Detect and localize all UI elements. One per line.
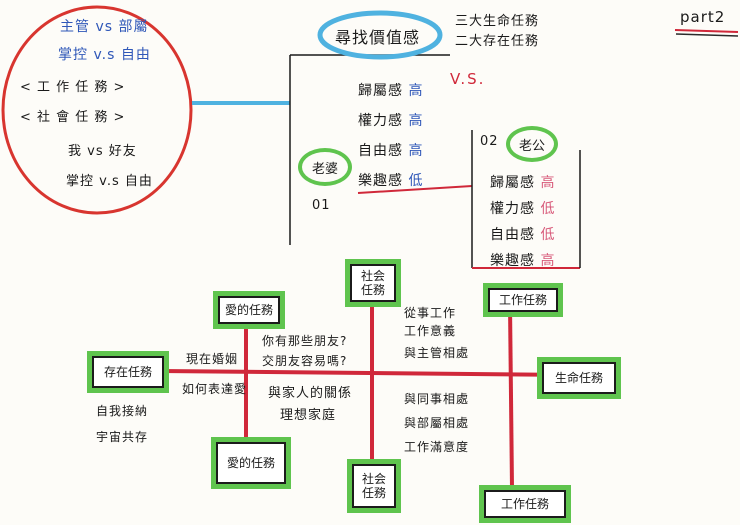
left-item: 樂趣感 低 [358,170,423,190]
main-axis [159,369,576,377]
husband-label: 老公 [518,138,545,154]
annotation-colleague: 工作滿意度 [404,440,470,454]
annotation-work: 從事工作 [404,306,457,320]
right-item: 權力感 低 [490,198,555,218]
right-item-name: 權力感 [490,201,535,217]
circle-item: < 工 作 任 務 > [20,80,126,95]
work-branch [508,304,514,489]
wife-underline [357,185,473,194]
value-title-highlight [317,10,443,60]
annotation-friends: 你有那些朋友? [262,334,348,348]
task-label: 三大生命任務 [455,14,540,29]
right-item-level: 低 [540,201,556,217]
life-task-box: 生命任務 [542,362,616,394]
part-underline-dark [675,33,739,37]
annotation-colleague: 與同事相處 [404,392,470,406]
love-task-top-box: 愛的任務 [218,296,280,324]
annotation-colleague: 與部屬相處 [404,416,470,430]
annotation-family: 與家人的關係 [268,386,353,401]
left-item-level: 低 [408,173,424,189]
circle-item: < 社 會 任 務 > [20,110,126,125]
social-task-bottom-box: 社会 任務 [352,464,396,508]
page-label: part2 [680,8,726,26]
wife-label: 老婆 [311,161,338,177]
annotation-self-accept: 自我接納 [96,404,149,418]
annotation-work: 工作意義 [404,324,457,338]
task-label: 二大存在任務 [455,34,540,49]
left-item-name: 自由感 [358,143,403,159]
love-task-top-label: 愛的任務 [224,303,273,317]
work-task-top-label: 工作任務 [498,293,547,307]
right-item-level: 低 [540,227,556,243]
annotation-ideal-family: 理想家庭 [280,408,337,423]
social-task-bottom-label: 社会 任務 [361,472,386,500]
right-item-level: 高 [540,253,556,269]
annotation-marriage: 現在婚姻 [186,352,239,366]
left-item-level: 高 [408,113,424,129]
right-item: 自由感 低 [490,224,555,244]
left-item: 歸屬感 高 [358,80,423,100]
husband-highlight: 老公 [506,126,558,162]
vs-label: V.S. [450,70,486,88]
right-item-name: 歸屬感 [490,175,535,191]
annotation-work: 與主管相處 [404,346,470,360]
life-task-label: 生命任務 [554,371,603,385]
social-task-top-box: 社会 任務 [350,264,396,302]
left-item-level: 高 [408,143,424,159]
annotation-universe: 宇宙共存 [96,430,149,444]
left-item-name: 權力感 [358,113,403,129]
right-item-name: 自由感 [490,227,535,243]
left-item: 權力感 高 [358,110,423,130]
circle-item: 掌控 v.s 自由 [66,174,153,189]
existence-task-label: 存在任務 [103,365,152,379]
right-item: 樂趣感 高 [490,250,555,270]
left-item-name: 樂趣感 [358,173,403,189]
value-title: 尋找價值感 [335,28,421,47]
work-task-bottom-label: 工作任務 [500,497,549,511]
work-task-top-box: 工作任務 [488,288,558,312]
wife-number: 01 [312,198,331,213]
right-item: 歸屬感 高 [490,172,555,192]
right-item-name: 樂趣感 [490,253,535,269]
annotation-friends-easy: 交朋友容易嗎? [262,354,348,368]
husband-number: 02 [480,134,499,149]
topic-circle-outline [1,5,193,215]
left-item-name: 歸屬感 [358,83,403,99]
work-task-bottom-box: 工作任務 [484,490,566,518]
right-item-level: 高 [540,175,556,191]
wife-highlight: 老婆 [298,148,352,186]
social-task-top-label: 社会 任務 [360,269,385,297]
part-underline-red [674,29,739,33]
existence-task-box: 存在任務 [92,356,164,388]
circle-item: 主管 vs 部屬 [60,19,149,35]
left-item-level: 高 [408,83,424,99]
circle-item: 掌控 v.s 自由 [58,47,151,63]
left-item: 自由感 高 [358,140,423,160]
love-task-bottom-label: 愛的任務 [226,456,275,470]
circle-item: 我 vs 好友 [68,144,137,159]
love-task-bottom-box: 愛的任務 [216,442,286,484]
annotation-express-love: 如何表達愛 [182,382,248,396]
